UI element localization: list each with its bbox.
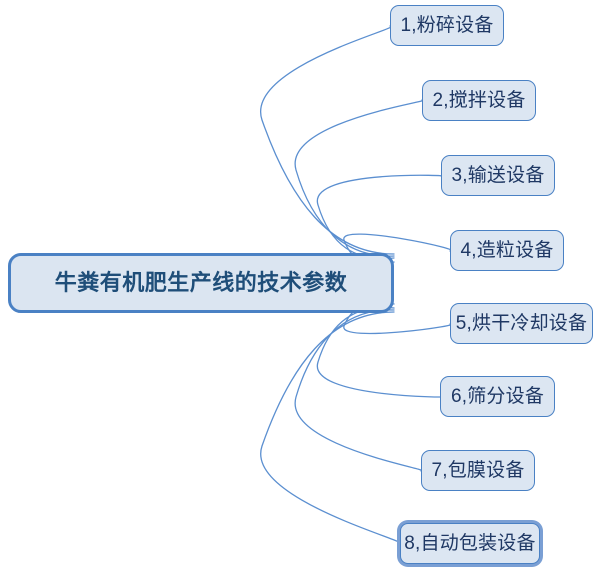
branch-node-4[interactable]: 4,造粒设备 [450, 230, 564, 271]
branch-node-label: 2,搅拌设备 [432, 90, 526, 111]
branch-node-label: 6,筛分设备 [450, 386, 545, 407]
branch-node-3[interactable]: 3,输送设备 [441, 155, 555, 196]
branch-node-label: 1,粉碎设备 [400, 15, 494, 36]
connector-3 [317, 174, 444, 260]
branch-node-6[interactable]: 6,筛分设备 [440, 376, 555, 417]
branch-node-1[interactable]: 1,粉碎设备 [390, 5, 504, 46]
connector-1 [260, 25, 395, 255]
branch-node-label: 7,包膜设备 [431, 460, 525, 481]
connector-7 [294, 309, 424, 472]
branch-node-5[interactable]: 5,烘干冷却设备 [450, 303, 593, 344]
branch-node-label: 4,造粒设备 [460, 240, 554, 261]
connector-8 [260, 311, 403, 545]
branch-node-2[interactable]: 2,搅拌设备 [422, 80, 536, 121]
connector-2 [294, 99, 425, 257]
central-node[interactable]: 牛粪有机肥生产线的技术参数 [8, 253, 394, 313]
branch-node-label: 3,输送设备 [451, 165, 545, 186]
branch-node-8[interactable]: 8,自动包装设备 [400, 523, 540, 564]
central-node-label: 牛粪有机肥生产线的技术参数 [54, 270, 348, 295]
connector-6 [317, 306, 443, 398]
branch-node-7[interactable]: 7,包膜设备 [421, 450, 535, 491]
branch-node-label: 5,烘干冷却设备 [455, 313, 588, 334]
branch-node-label: 8,自动包装设备 [404, 533, 536, 554]
